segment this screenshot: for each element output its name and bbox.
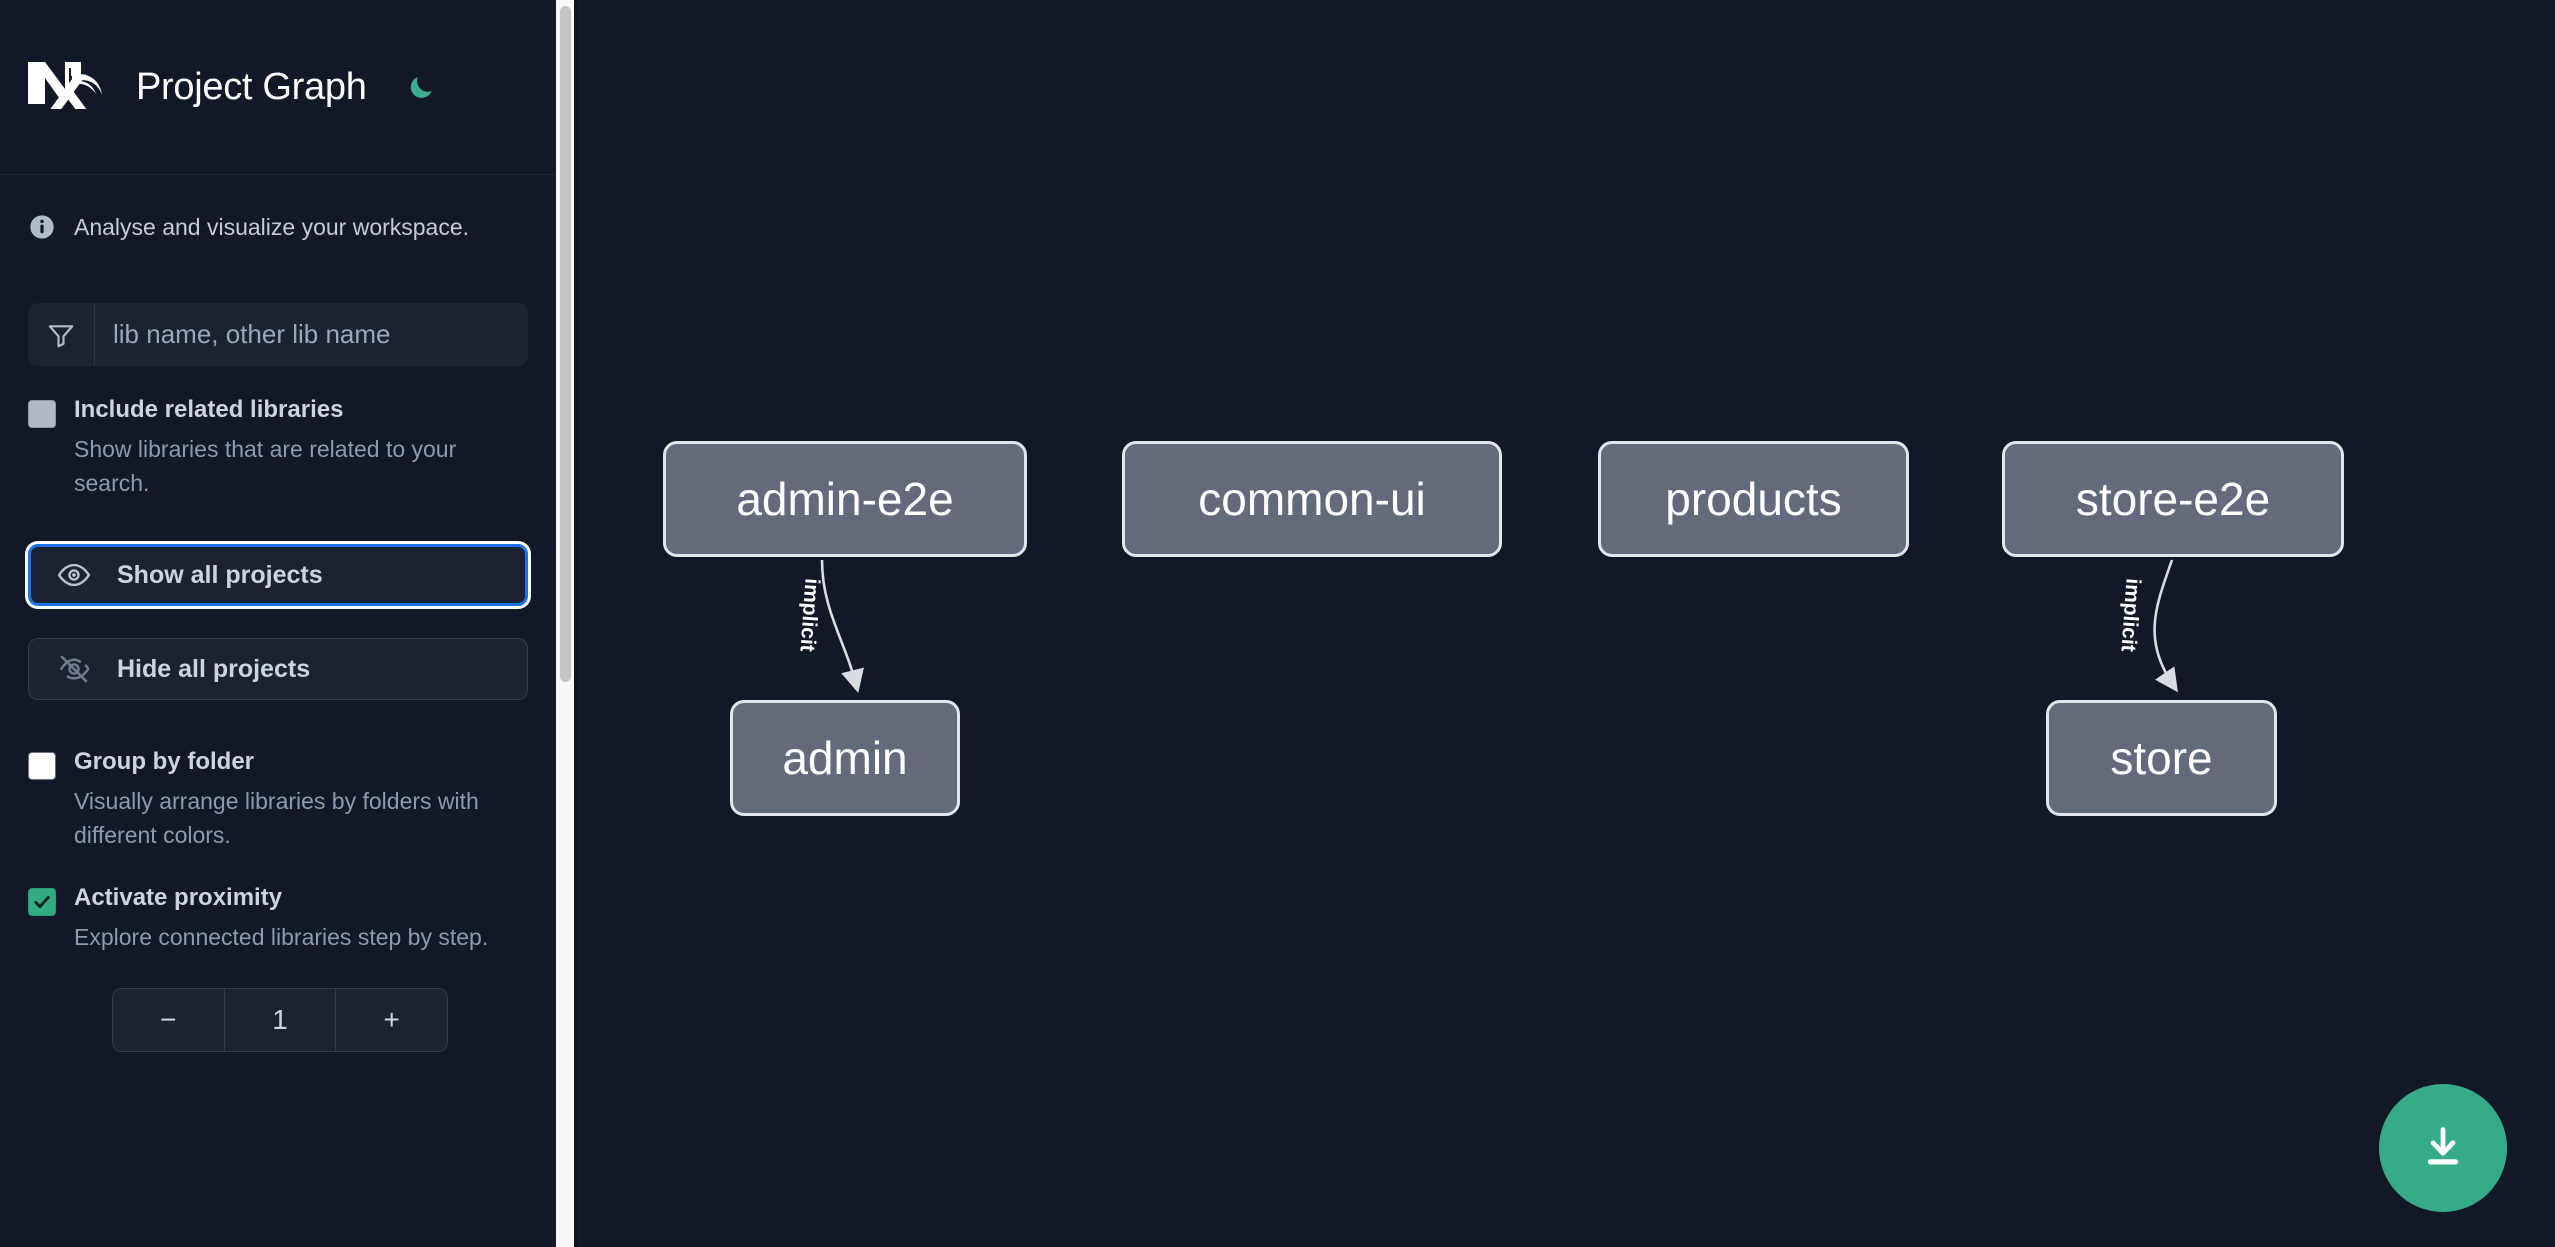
- proximity-increment-button[interactable]: +: [335, 989, 447, 1051]
- graph-node-products[interactable]: products: [1598, 441, 1909, 557]
- activate-proximity-checkbox[interactable]: [28, 888, 56, 916]
- graph-edges: [820, 559, 2178, 694]
- option-include-related-libraries[interactable]: Include related libraries Show libraries…: [0, 366, 556, 500]
- graph-node-common-ui[interactable]: common-ui: [1122, 441, 1502, 557]
- option-texts: Include related libraries Show libraries…: [74, 396, 526, 500]
- sidebar-header: Project Graph: [0, 0, 556, 175]
- graph-node-admin[interactable]: admin: [730, 700, 960, 816]
- group-by-folder-checkbox[interactable]: [28, 752, 56, 780]
- option-activate-proximity[interactable]: Activate proximity Explore connected lib…: [0, 852, 556, 954]
- option-texts: Activate proximity Explore connected lib…: [74, 884, 488, 954]
- edge-admin-e2e-to-admin: [820, 559, 864, 694]
- option-group-by-folder[interactable]: Group by folder Visually arrange librari…: [0, 700, 556, 852]
- option-label: Activate proximity: [74, 884, 283, 911]
- option-label: Group by folder: [74, 748, 254, 775]
- graph-node-store[interactable]: store: [2046, 700, 2277, 816]
- sidebar: Project Graph Analyse and visualize your…: [0, 0, 556, 1247]
- show-all-projects-button[interactable]: Show all projects: [28, 544, 528, 606]
- search-input[interactable]: [95, 303, 528, 366]
- sidebar-scrollbar-thumb[interactable]: [560, 6, 571, 682]
- option-label: Include related libraries: [74, 396, 344, 423]
- sidebar-divider: [574, 0, 577, 1247]
- nx-logo-icon: [26, 56, 106, 118]
- sidebar-scrollbar[interactable]: [556, 0, 574, 1247]
- proximity-value: 1: [223, 989, 336, 1051]
- edge-label-store-implicit: implicit: [2116, 577, 2145, 653]
- include-related-libraries-checkbox[interactable]: [28, 400, 56, 428]
- proximity-decrement-button[interactable]: −: [160, 1004, 177, 1035]
- download-icon: [2427, 1127, 2459, 1165]
- eye-off-icon: [57, 652, 91, 686]
- hide-all-projects-button[interactable]: Hide all projects: [28, 638, 528, 700]
- option-description: Explore connected libraries step by step…: [74, 924, 489, 950]
- checkmark-icon: [34, 896, 50, 909]
- show-all-projects-label: Show all projects: [117, 560, 323, 589]
- option-texts: Group by folder Visually arrange librari…: [74, 748, 526, 852]
- search-field[interactable]: [28, 303, 528, 366]
- graph-node-admin-e2e[interactable]: admin-e2e: [663, 441, 1027, 557]
- option-description: Show libraries that are related to your …: [74, 436, 457, 496]
- moon-icon[interactable]: [399, 65, 443, 109]
- eye-icon: [57, 558, 91, 592]
- hide-all-projects-label: Hide all projects: [117, 654, 311, 683]
- graph-node-store-e2e[interactable]: store-e2e: [2002, 441, 2344, 557]
- edge-label-admin-implicit: implicit: [795, 577, 824, 653]
- page-title: Project Graph: [136, 65, 367, 108]
- edge-store-e2e-to-store: [2153, 559, 2178, 693]
- proximity-stepper[interactable]: − 1 +: [112, 988, 448, 1052]
- info-circle-icon: [28, 213, 56, 241]
- project-graph-canvas[interactable]: implicit implicit admin-e2e common-ui pr…: [577, 0, 2555, 1247]
- option-description: Visually arrange libraries by folders wi…: [74, 788, 479, 848]
- workspace-info-text: Analyse and visualize your workspace.: [74, 213, 470, 240]
- filter-icon: [28, 303, 95, 366]
- project-visibility-buttons: Show all projects Hide all projects: [28, 544, 528, 700]
- workspace-info: Analyse and visualize your workspace.: [0, 175, 556, 241]
- download-image-button[interactable]: [2379, 1084, 2507, 1212]
